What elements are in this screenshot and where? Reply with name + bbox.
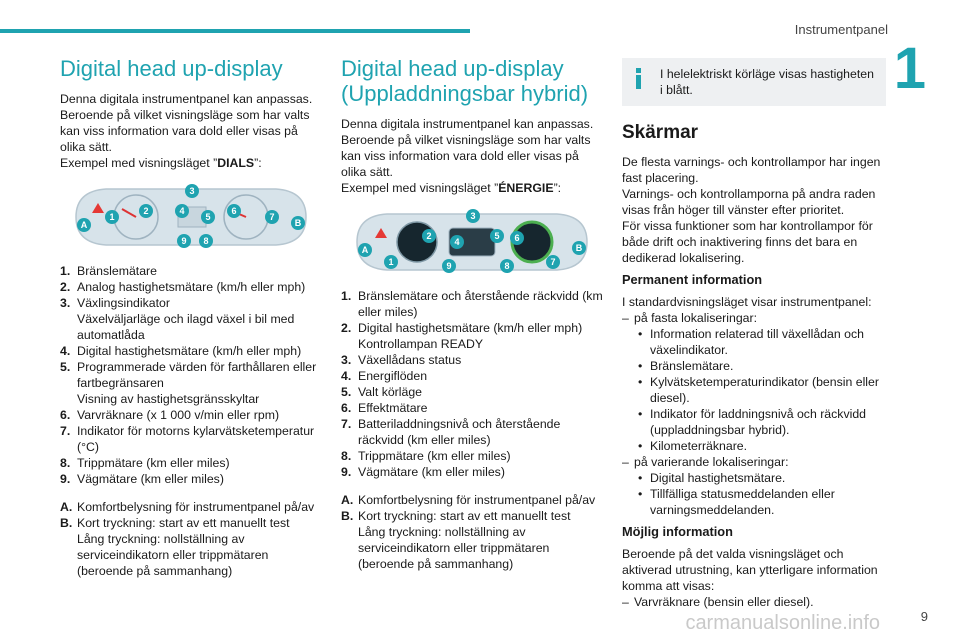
numbered-list: 1.Bränslemätare 2.Analog hastighetsmätar… [60, 263, 322, 487]
list-item: 1.Bränslemätare [60, 264, 157, 278]
heading-hybrid-display: Digital head up-display (Uppladdningsbar… [341, 56, 589, 106]
label-2: 2 [426, 231, 431, 241]
label-5: 5 [494, 231, 499, 241]
list-item: Kilometerräknare. [622, 438, 886, 454]
list-item: Tillfälliga statusmeddelanden eller varn… [622, 486, 886, 518]
list-item: 8.Trippmätare (km eller miles) [341, 449, 511, 463]
label-9: 9 [181, 236, 186, 246]
list-item: Information relaterad till växellådan oc… [622, 326, 886, 358]
label-3: 3 [470, 211, 475, 221]
list-item: 5.Valt körläge [341, 385, 423, 399]
label-2: 2 [143, 206, 148, 216]
example-caption: Exempel med visningsläget ”DIALS”: [60, 156, 262, 170]
paragraph: Beroende på det valda visningsläget och … [622, 547, 878, 593]
header-accent-bar [0, 29, 470, 33]
example-caption: Exempel med visningsläget ”ÉNERGIE”: [341, 181, 562, 195]
list-item: B.Kort tryckning: start av ett manuellt … [60, 516, 290, 578]
list-item: 3.Växlingsindikator Växelväljarläge och … [60, 296, 295, 342]
paragraph: För vissa funktioner som har kontrollamp… [622, 219, 873, 265]
label-B: B [295, 218, 302, 228]
heading-digital-display: Digital head up-display [60, 56, 283, 81]
letter-list: A.Komfortbelysning för instrumentpanel p… [60, 499, 322, 579]
subheading-possible: Möjlig information [622, 524, 733, 539]
list-item: B.Kort tryckning: start av ett manuellt … [341, 509, 571, 571]
chapter-number: 1 [893, 36, 926, 101]
label-5: 5 [205, 212, 210, 222]
info-note: I helelektriskt körläge visas hastighete… [622, 58, 886, 106]
label-4: 4 [454, 237, 459, 247]
list-item: 5.Programmerade värden för farthållaren … [60, 360, 317, 406]
bullet-list: Digital hastighetsmätare. Tillfälliga st… [622, 470, 886, 518]
list-item: 8.Trippmätare (km eller miles) [60, 456, 230, 470]
list-item: A.Komfortbelysning för instrumentpanel p… [60, 500, 315, 514]
cluster-diagram-dials: A 1 2 3 4 5 6 7 B 9 8 [75, 184, 307, 248]
column-hybrid: Digital head up-display (Uppladdningsbar… [341, 56, 603, 578]
label-8: 8 [203, 236, 208, 246]
list-item: 9.Vägmätare (km eller miles) [341, 465, 505, 479]
column-dials: Digital head up-display Denna digitala i… [60, 56, 322, 585]
list-item: 7.Batteriladdningsnivå och återstående r… [341, 417, 561, 447]
page-number: 9 [920, 609, 928, 624]
list-item: 3.Växellådans status [341, 353, 462, 367]
label-1: 1 [109, 212, 114, 222]
list-item: 6.Effektmätare [341, 401, 428, 415]
column-screens: I helelektriskt körläge visas hastighete… [622, 58, 886, 610]
intro-line: Beroende på vilket visningsläge som har … [341, 133, 591, 179]
label-4: 4 [179, 206, 184, 216]
list-item: 7.Indikator för motorns kylarvätsketempe… [60, 424, 315, 454]
label-1: 1 [388, 257, 393, 267]
label-A: A [362, 245, 369, 255]
list-item: 4.Energiflöden [341, 369, 428, 383]
list-item: Digital hastighetsmätare. [622, 470, 886, 486]
dash-item: Varvräknare (bensin eller diesel). [622, 594, 886, 610]
list-item: Kylvätsketemperaturindikator (bensin ell… [622, 374, 886, 406]
label-6: 6 [514, 233, 519, 243]
label-9: 9 [446, 261, 451, 271]
intro-line: Denna digitala instrumentpanel kan anpas… [60, 92, 313, 106]
label-A: A [81, 220, 88, 230]
label-B: B [576, 243, 583, 253]
info-icon [636, 68, 641, 89]
section-title: Instrumentpanel [794, 22, 888, 37]
bullet-list: Information relaterad till växellådan oc… [622, 326, 886, 454]
letter-list: A.Komfortbelysning för instrumentpanel p… [341, 492, 603, 572]
heading-screens: Skärmar [622, 122, 699, 143]
label-3: 3 [189, 186, 194, 196]
list-item: 1.Bränslemätare och återstående räckvidd… [341, 289, 603, 319]
subheading-permanent: Permanent information [622, 272, 763, 287]
list-item: Indikator för laddningsnivå och räckvidd… [622, 406, 886, 438]
list-item: A.Komfortbelysning för instrumentpanel p… [341, 493, 596, 507]
list-item: 6.Varvräknare (x 1 000 v/min eller rpm) [60, 408, 280, 422]
paragraph: De flesta varnings- och kontrollampor ha… [622, 155, 881, 185]
dash-item: på fasta lokaliseringar: [622, 310, 886, 326]
watermark: carmanualsonline.info [685, 612, 880, 634]
intro-line: Beroende på vilket visningsläge som har … [60, 108, 310, 154]
list-item: 9.Vägmätare (km eller miles) [60, 472, 224, 486]
paragraph: Varnings- och kontrollamporna på andra r… [622, 187, 876, 217]
label-6: 6 [231, 206, 236, 216]
numbered-list: 1.Bränslemätare och återstående räckvidd… [341, 288, 603, 480]
cluster-diagram-energy: A 1 2 3 4 5 6 7 B 9 8 [356, 209, 588, 273]
list-item: 4.Digital hastighetsmätare (km/h eller m… [60, 344, 302, 358]
dash-item: på varierande lokaliseringar: [622, 454, 886, 470]
list-item: Bränslemätare. [622, 358, 886, 374]
paragraph: I standardvisningsläget visar instrument… [622, 295, 872, 309]
label-7: 7 [269, 212, 274, 222]
list-item: 2.Digital hastighetsmätare (km/h eller m… [341, 321, 583, 351]
intro-line: Denna digitala instrumentpanel kan anpas… [341, 117, 594, 131]
list-item: 2.Analog hastighetsmätare (km/h eller mp… [60, 280, 306, 294]
label-8: 8 [504, 261, 509, 271]
label-7: 7 [550, 257, 555, 267]
